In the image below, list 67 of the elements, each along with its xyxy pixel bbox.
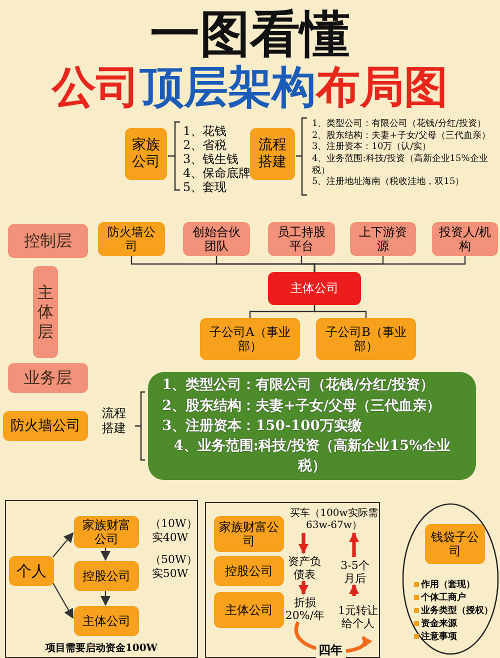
- org-box: 创始合伙团队: [183, 222, 250, 256]
- org-box: 家族财富公司: [74, 516, 139, 548]
- note-text: 资产负债表: [288, 554, 321, 582]
- list-item: 2、股东结构：夫妻+子女/父母（三代血亲）: [312, 130, 492, 142]
- amount-text: （50W）实50W: [150, 553, 190, 580]
- note-text: 3-5个月后: [337, 558, 373, 586]
- info-panel: [148, 372, 476, 480]
- org-box: 投资人/机构: [432, 222, 498, 256]
- org-box: 主体公司: [74, 606, 139, 636]
- org-box: 控股公司: [74, 561, 139, 591]
- layer-box: 控制层: [8, 224, 88, 258]
- arrow: [100, 590, 110, 606]
- bullet-item: 资金来源: [414, 619, 457, 630]
- list-item: 4、保命底牌: [183, 166, 252, 181]
- list-item: 4、业务范围:科技/投资（高新企业15%企业税）: [312, 154, 489, 176]
- note-text: 1元转让给个人: [338, 597, 378, 637]
- layer-box: 业务层: [8, 363, 88, 393]
- arrow: [349, 584, 359, 596]
- org-box: 钱袋子公司: [425, 524, 485, 564]
- org-box: 流程搭建: [250, 128, 295, 180]
- list-item: 3、注册资本：150-100万实缴: [162, 416, 362, 436]
- arrow: [298, 581, 308, 595]
- frame: [5, 500, 198, 658]
- org-box: 控股公司: [214, 556, 284, 586]
- arrow: [52, 582, 74, 619]
- list-item: 1、花钱: [183, 124, 228, 139]
- org-box: 上下游资源: [350, 222, 416, 256]
- org-box: 防火墙公司: [98, 222, 165, 256]
- list-item: 3、钱生钱: [183, 152, 240, 167]
- org-box: 家族财富公司: [214, 516, 284, 552]
- list-item: 1、类型公司：有限公司（花钱/分红/投资）: [162, 376, 434, 396]
- org-box: 员工持股平台: [268, 222, 335, 256]
- frame: [205, 502, 380, 658]
- note-text: 折损20%/年: [282, 595, 328, 623]
- note-text: 买车（100w实际需63w-67w）: [287, 506, 381, 534]
- edge-label: 四年: [316, 643, 346, 658]
- layer-box: 主体层: [33, 266, 58, 358]
- bullet-item: 作用（套现）: [414, 580, 475, 592]
- list-item: 5、注册地址海南（税收洼地，双15）: [312, 177, 466, 190]
- org-box: 个人: [9, 556, 54, 586]
- connector: [314, 305, 367, 318]
- list-item: 4、业务范围:科技/投资（高新企业15%企业税）: [172, 436, 452, 476]
- org-box: 主体公司: [268, 272, 361, 305]
- org-box: 主体公司: [214, 592, 284, 628]
- list-item: 5、套现: [183, 180, 228, 195]
- list-item: 3、注册资本：10万（认/实）: [312, 142, 432, 154]
- bullet-item: 注意事项: [414, 632, 457, 644]
- footer-text: 项目需要启动资金100W: [44, 642, 159, 655]
- org-box: 家族公司: [125, 128, 167, 180]
- org-box: 子公司A（事业部）: [200, 318, 300, 360]
- amount-text: （10W）实40W: [150, 517, 190, 544]
- side-text: 流程搭建: [101, 406, 127, 436]
- org-box: 子公司B（事业部）: [316, 318, 416, 360]
- org-box: 防火墙公司: [3, 411, 88, 441]
- arrow: [349, 532, 359, 557]
- list-item: 2、省税: [183, 138, 228, 153]
- bullet-item: 个体工商户: [414, 593, 466, 604]
- arrow: [52, 532, 74, 558]
- list-item: 1、类型公司：有限公司（花钱/分红/投资）: [312, 119, 487, 130]
- bullet-item: 业务类型（授权）: [414, 606, 493, 618]
- title: 一图看懂: [149, 6, 351, 61]
- ellipse: [402, 503, 499, 655]
- connector: [314, 256, 466, 272]
- subtitle: 公司顶层架构布局图: [50, 64, 449, 112]
- arrow: [298, 533, 308, 554]
- list-item: 2、股东结构：夫妻+子女/父母（三代血亲）: [162, 396, 441, 416]
- arrow: [100, 547, 110, 561]
